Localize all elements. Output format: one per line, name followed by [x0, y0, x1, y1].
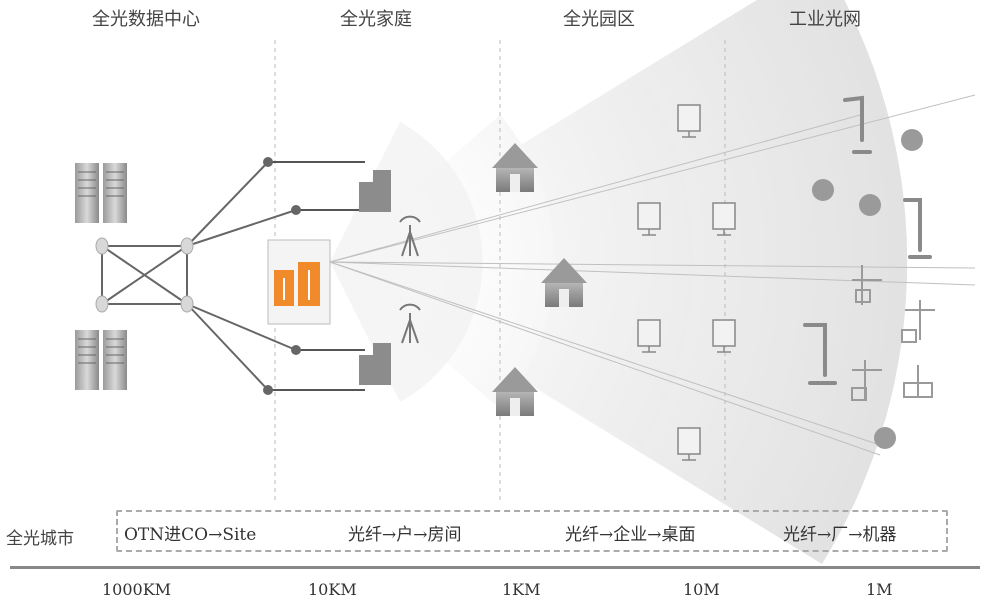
server-rack-bottom	[75, 330, 127, 390]
distance-label-1000km: 1000KM	[102, 580, 172, 599]
desktop-icons	[637, 104, 736, 461]
robot-arm-icon-3	[803, 323, 837, 385]
building-icon-upper	[359, 170, 391, 212]
row-label-city: 全光城市	[6, 529, 74, 549]
crane-icon-4	[903, 365, 933, 398]
desktop-icon-4	[637, 319, 661, 353]
column-header-industrial: 工业光网	[789, 9, 861, 30]
server-rack-top	[75, 163, 127, 223]
mesh-nodes	[95, 237, 194, 313]
crane-icon-2	[901, 300, 935, 343]
fiber-cabinet-icon	[267, 239, 331, 325]
antenna-icon-lower	[399, 303, 421, 344]
distance-label-1km: 1KM	[502, 580, 541, 599]
otn-mesh	[101, 161, 297, 391]
robot-head-icon-1	[901, 129, 923, 151]
path-label-factory: 光纤→厂→机器	[783, 525, 897, 545]
crane-icon-1	[852, 265, 882, 305]
robot-head-icon-3	[859, 194, 881, 216]
path-label-home: 光纤→户→房间	[348, 525, 462, 545]
column-header-campus: 全光园区	[563, 9, 635, 30]
feeder-nodes	[263, 157, 301, 395]
house-icon-middle	[541, 258, 587, 307]
distance-label-1m: 1M	[866, 580, 893, 599]
fiber-lines	[329, 94, 976, 456]
robot-arm-icon-2	[903, 198, 932, 259]
column-header-datacenter: 全光数据中心	[92, 9, 200, 30]
feeder-lines	[268, 161, 365, 391]
distance-axis-line	[10, 566, 980, 569]
distance-label-10km: 10KM	[308, 580, 357, 599]
distance-label-10m: 10M	[683, 580, 720, 599]
desktop-icon-1	[677, 104, 701, 138]
industrial-robot-icons	[803, 95, 932, 385]
column-header-home: 全光家庭	[340, 9, 412, 30]
desktop-icon-2	[637, 202, 661, 236]
path-label-enterprise: 光纤→企业→桌面	[565, 525, 696, 545]
desktop-icon-3	[712, 202, 736, 236]
house-icon-top	[492, 143, 538, 192]
house-icon-bottom	[492, 367, 538, 416]
fan-wedges	[330, 0, 908, 564]
robot-head-icons	[812, 129, 923, 449]
path-dashed-box	[116, 510, 948, 552]
desktop-icon-5	[712, 319, 736, 353]
robot-head-icon-2	[812, 179, 834, 201]
desktop-icon-6	[677, 427, 701, 461]
robot-arm-icon-1	[843, 95, 872, 154]
crane-icon-3	[851, 360, 882, 401]
crane-icons	[851, 265, 935, 401]
path-label-otn: OTN进CO→Site	[124, 525, 257, 545]
building-icon-lower	[359, 343, 391, 385]
robot-head-icon-4	[874, 427, 896, 449]
antenna-icon-upper	[399, 215, 421, 257]
